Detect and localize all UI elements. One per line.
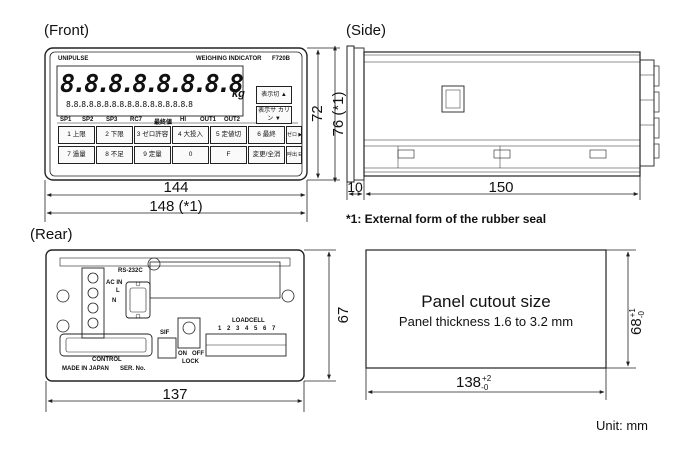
- dim-cutout-height-value: 68: [628, 318, 645, 335]
- product-name: WEIGHING INDICATOR: [196, 56, 262, 62]
- rear-view: [45, 249, 305, 382]
- status-labels: SP1 SP2 SP3 RC7 最終値 HI OUT1 OUT2: [60, 117, 260, 126]
- front-view: [44, 47, 308, 181]
- cutout-dimensions: [365, 249, 636, 400]
- key-lower-limit[interactable]: 2 下限: [96, 126, 133, 144]
- status-label: SP1: [60, 117, 72, 123]
- key-zero-digit[interactable]: 0: [172, 146, 209, 164]
- n-label: N: [112, 298, 117, 304]
- dim-front-height-seal: 76 (*1): [330, 91, 347, 137]
- key-change-clear[interactable]: 変更/全消: [248, 146, 285, 164]
- lock-off-label: OFF: [192, 351, 204, 357]
- made-in-japan-label: MADE IN JAPAN: [62, 366, 109, 372]
- status-label: HI: [180, 117, 186, 123]
- dim-cutout-width: 138+2-0: [456, 374, 492, 392]
- dim-cutout-height-tol-plus: +1: [628, 308, 637, 318]
- sif-label: SIF: [160, 330, 170, 336]
- rs232c-label: RS-232C: [118, 268, 143, 274]
- side-dimensions: [346, 176, 641, 200]
- front-dimensions: [44, 45, 340, 222]
- key-final[interactable]: 6 最終: [248, 126, 285, 144]
- key-target[interactable]: 9 定量: [134, 146, 171, 164]
- rear-dimensions: [45, 249, 336, 412]
- front-view-label: (Front): [44, 22, 89, 39]
- dim-cutout-height-tol-minus: -0: [637, 311, 646, 319]
- lock-label: LOCK: [182, 359, 199, 365]
- dim-side-front: 10: [347, 179, 363, 195]
- loadcell-pin-numbers: 1 2 3 4 5 6 7: [218, 326, 278, 332]
- key-large-feed[interactable]: 4 大投入: [172, 126, 209, 144]
- dim-cutout-width-value: 138: [456, 374, 482, 391]
- acin-label: AC IN: [106, 280, 123, 286]
- key-display-select[interactable]: 表示切 ▲: [256, 86, 292, 104]
- dim-rear-height: 67: [335, 306, 352, 324]
- status-label: SP3: [106, 117, 118, 123]
- dim-rear-width: 137: [162, 386, 188, 403]
- key-over[interactable]: 7 過量: [58, 146, 95, 164]
- dim-cutout-width-tol-minus: -0: [481, 383, 489, 392]
- status-segment-row: 8.8.8.8.8.8.8.8.8.8.8.8.8.8.8.8.8: [66, 100, 193, 109]
- main-display-digits: 8.8.8.8.8.8.8.8: [60, 69, 244, 98]
- dim-cutout-width-tol-plus: +2: [482, 374, 492, 383]
- status-label: OUT1: [200, 117, 217, 123]
- status-label: RC7: [130, 117, 143, 123]
- unit-indicator: kg: [232, 88, 245, 100]
- key-under[interactable]: 8 不足: [96, 146, 133, 164]
- rubber-seal-note: *1: External form of the rubber seal: [346, 212, 547, 226]
- unit-label: Unit: mm: [596, 418, 648, 433]
- key-preliminary[interactable]: 5 定値切: [210, 126, 247, 144]
- key-zero-band[interactable]: 3 ゼロ許容: [134, 126, 171, 144]
- status-label: OUT2: [224, 117, 241, 123]
- l-label: L: [116, 288, 120, 294]
- key-display-down[interactable]: 表示サ カリン ▼: [256, 106, 292, 124]
- loadcell-label: LOADCELL: [232, 318, 265, 324]
- side-view-label: (Side): [346, 22, 387, 39]
- dim-front-width: 144: [163, 179, 189, 196]
- cutout-subtitle: Panel thickness 1.6 to 3.2 mm: [398, 314, 574, 329]
- control-label: CONTROL: [92, 357, 122, 363]
- key-function[interactable]: F: [210, 146, 247, 164]
- side-view: [346, 45, 660, 183]
- dim-front-height: 72: [309, 105, 326, 122]
- key-upper-limit[interactable]: 1 上限: [58, 126, 95, 144]
- key-zero-right[interactable]: ゼロ ▶: [286, 126, 302, 144]
- brand-logo-text: UNIPULSE: [58, 56, 89, 62]
- model-name: F720B: [272, 56, 291, 62]
- status-label: 最終値: [154, 120, 173, 126]
- lock-on-label: ON: [178, 351, 187, 357]
- key-recall-esc[interactable]: 呼出 ESC: [286, 146, 302, 164]
- rear-view-label: (Rear): [30, 226, 73, 243]
- status-label: SP2: [82, 117, 94, 123]
- panel-cutout: [365, 249, 607, 369]
- serial-number-label: SER. No.: [120, 366, 146, 372]
- dim-side-depth: 150: [488, 179, 514, 196]
- cutout-title: Panel cutout size: [421, 292, 551, 311]
- dim-cutout-height: 68+1-0: [627, 285, 647, 335]
- dim-front-width-seal: 148 (*1): [149, 198, 203, 215]
